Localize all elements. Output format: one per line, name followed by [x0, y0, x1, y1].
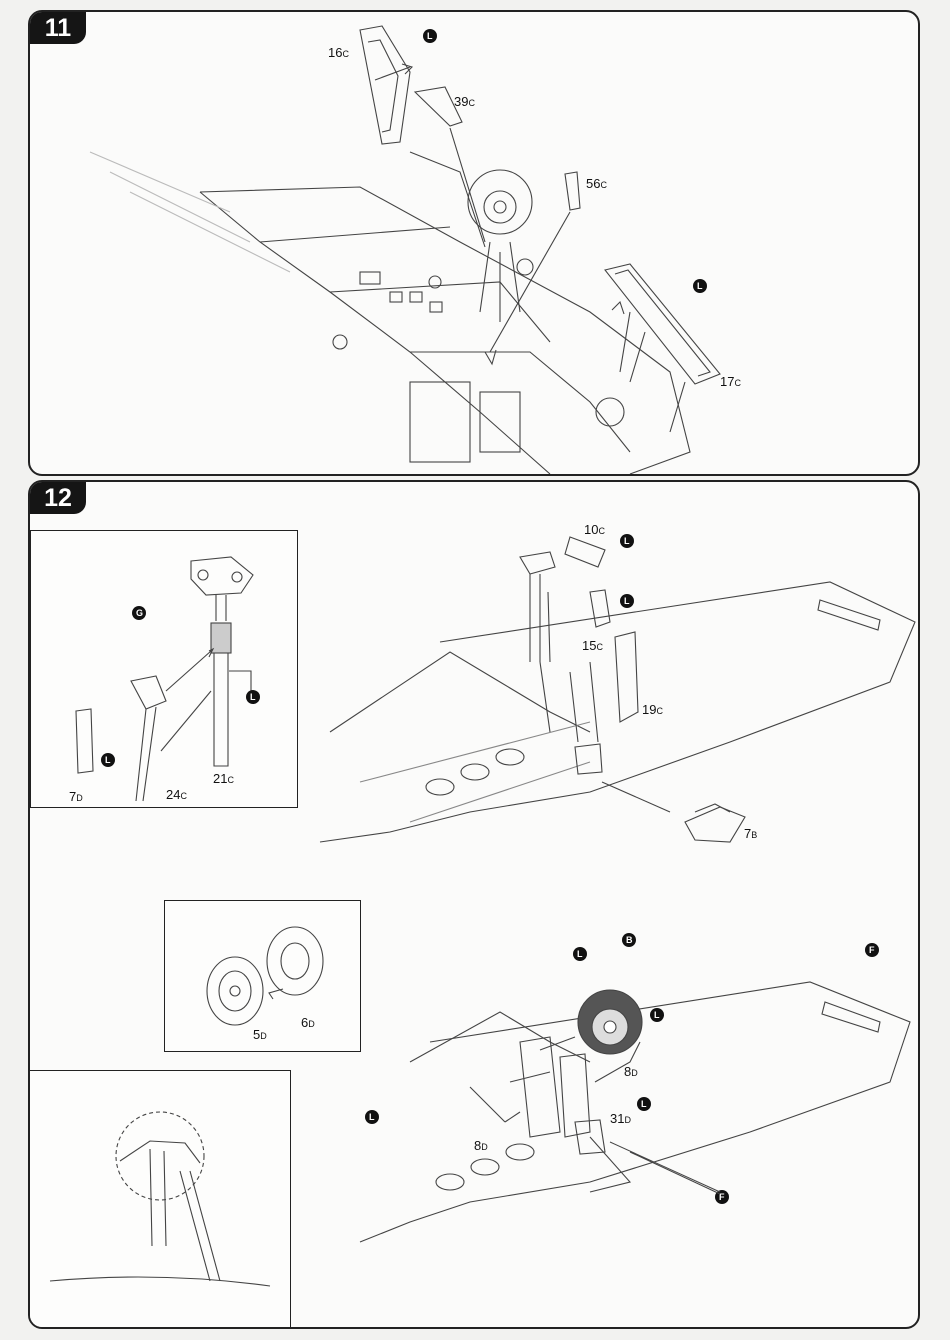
part-label-8d-left: 8D	[474, 1138, 488, 1153]
svg-text:L: L	[624, 536, 630, 546]
callout-b-wheel: B	[622, 933, 636, 947]
step-12-panel: 12	[28, 480, 920, 1329]
step-11-drawing: 16C 39C 56C 17C L L	[30, 12, 918, 474]
callout-l-21c: L	[246, 690, 260, 704]
callout-l-17c: L	[693, 279, 707, 293]
svg-text:L: L	[641, 1099, 647, 1109]
callout-l-8d-left: L	[365, 1110, 379, 1124]
svg-text:L: L	[427, 31, 433, 41]
callout-l-10c: L	[620, 534, 634, 548]
svg-text:L: L	[369, 1112, 375, 1122]
part-label-6d: 6D	[301, 1015, 315, 1030]
part-label-16c: 16C	[328, 45, 349, 60]
inset-leg-assembly: 7D 24C 21C G L L	[30, 530, 298, 808]
inset-detail-view	[30, 1070, 291, 1328]
callout-l-8d-right: L	[650, 1008, 664, 1022]
part-label-7b: 7B	[744, 826, 757, 841]
part-label-21c: 21C	[213, 771, 234, 786]
callout-l-31d: L	[637, 1097, 651, 1111]
svg-text:L: L	[105, 755, 111, 765]
part-label-17c: 17C	[720, 374, 741, 389]
part-label-15c: 15C	[582, 638, 603, 653]
part-label-10c: 10C	[584, 522, 605, 537]
svg-text:B: B	[626, 935, 633, 945]
part-label-56c: 56C	[586, 176, 607, 191]
svg-text:L: L	[624, 596, 630, 606]
callout-g-leg: G	[132, 606, 146, 620]
callout-f-wing-top: F	[865, 943, 879, 957]
callout-l-15c: L	[620, 594, 634, 608]
callout-l-16c: L	[423, 29, 437, 43]
callout-l-7d: L	[101, 753, 115, 767]
svg-text:L: L	[250, 692, 256, 702]
part-label-39c: 39C	[454, 94, 475, 109]
part-label-7d: 7D	[69, 789, 83, 804]
svg-text:L: L	[654, 1010, 660, 1020]
part-label-31d: 31D	[610, 1111, 631, 1126]
svg-text:L: L	[577, 949, 583, 959]
part-label-19c: 19C	[642, 702, 663, 717]
callout-l-wheel: L	[573, 947, 587, 961]
svg-text:G: G	[136, 608, 143, 618]
inset-wheel-halves: 5D 6D	[164, 900, 361, 1052]
svg-text:F: F	[869, 945, 875, 955]
svg-text:L: L	[697, 281, 703, 291]
step-11-panel: 11	[28, 10, 920, 476]
part-label-5d: 5D	[253, 1027, 267, 1042]
part-label-24c: 24C	[166, 787, 187, 802]
part-label-8d-right: 8D	[624, 1064, 638, 1079]
